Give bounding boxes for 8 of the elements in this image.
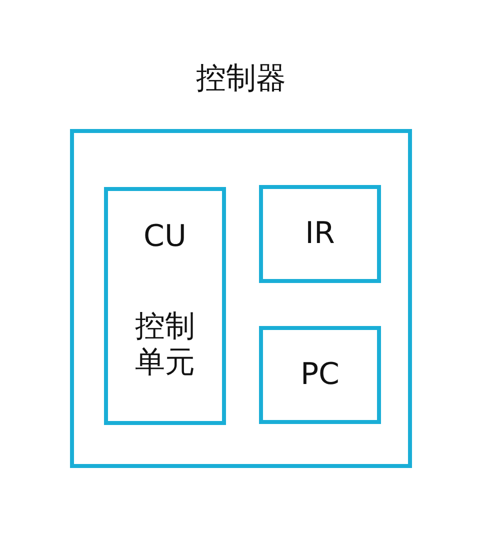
box-heading: CU (142, 219, 188, 255)
component-box (259, 185, 381, 283)
group-title: 控制器 (195, 61, 287, 97)
box-label: IR (304, 216, 336, 252)
box-text: 控制单元 (134, 309, 196, 381)
component-box (259, 326, 381, 424)
component-box (104, 187, 226, 425)
box-label: PC (299, 357, 341, 393)
